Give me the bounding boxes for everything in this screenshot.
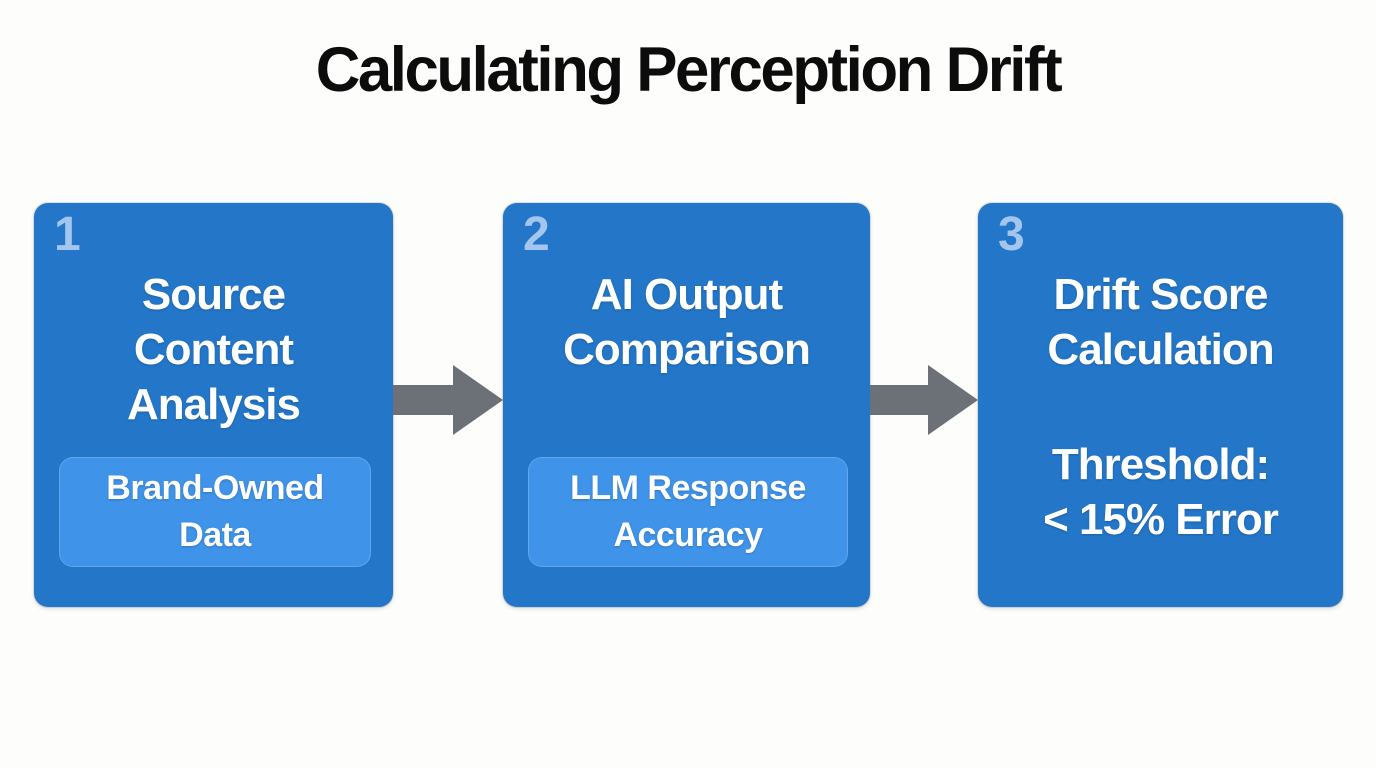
step-title: Source Content Analysis bbox=[127, 270, 301, 429]
page-title: Calculating Perception Drift bbox=[315, 35, 1063, 105]
step-number: 2 bbox=[523, 208, 550, 261]
step-card-ai-output-comparison: 2 AI Output Comparison LLM Response Accu… bbox=[503, 203, 870, 607]
arrow-right-icon bbox=[393, 365, 503, 435]
arrow-right-icon bbox=[870, 365, 978, 435]
step-tag: LLM Response Accuracy bbox=[528, 457, 848, 567]
arrow-shaft bbox=[393, 385, 453, 415]
step-number: 1 bbox=[54, 208, 81, 261]
step-title: AI Output Comparison bbox=[563, 270, 811, 374]
step-tag: Brand-Owned Data bbox=[59, 457, 371, 567]
arrow-shaft bbox=[870, 385, 928, 415]
step-card-source-content-analysis: 1 Source Content Analysis Brand-Owned Da… bbox=[34, 203, 393, 607]
step-card-drift-score-calculation: 3 Drift Score Calculation Threshold: < 1… bbox=[978, 203, 1343, 607]
step-title: Drift Score Calculation bbox=[1047, 270, 1274, 374]
arrow-head bbox=[928, 365, 978, 435]
arrow-head bbox=[453, 365, 503, 435]
step-number: 3 bbox=[998, 208, 1025, 261]
step-threshold-note: Threshold: < 15% Error bbox=[1043, 440, 1279, 544]
